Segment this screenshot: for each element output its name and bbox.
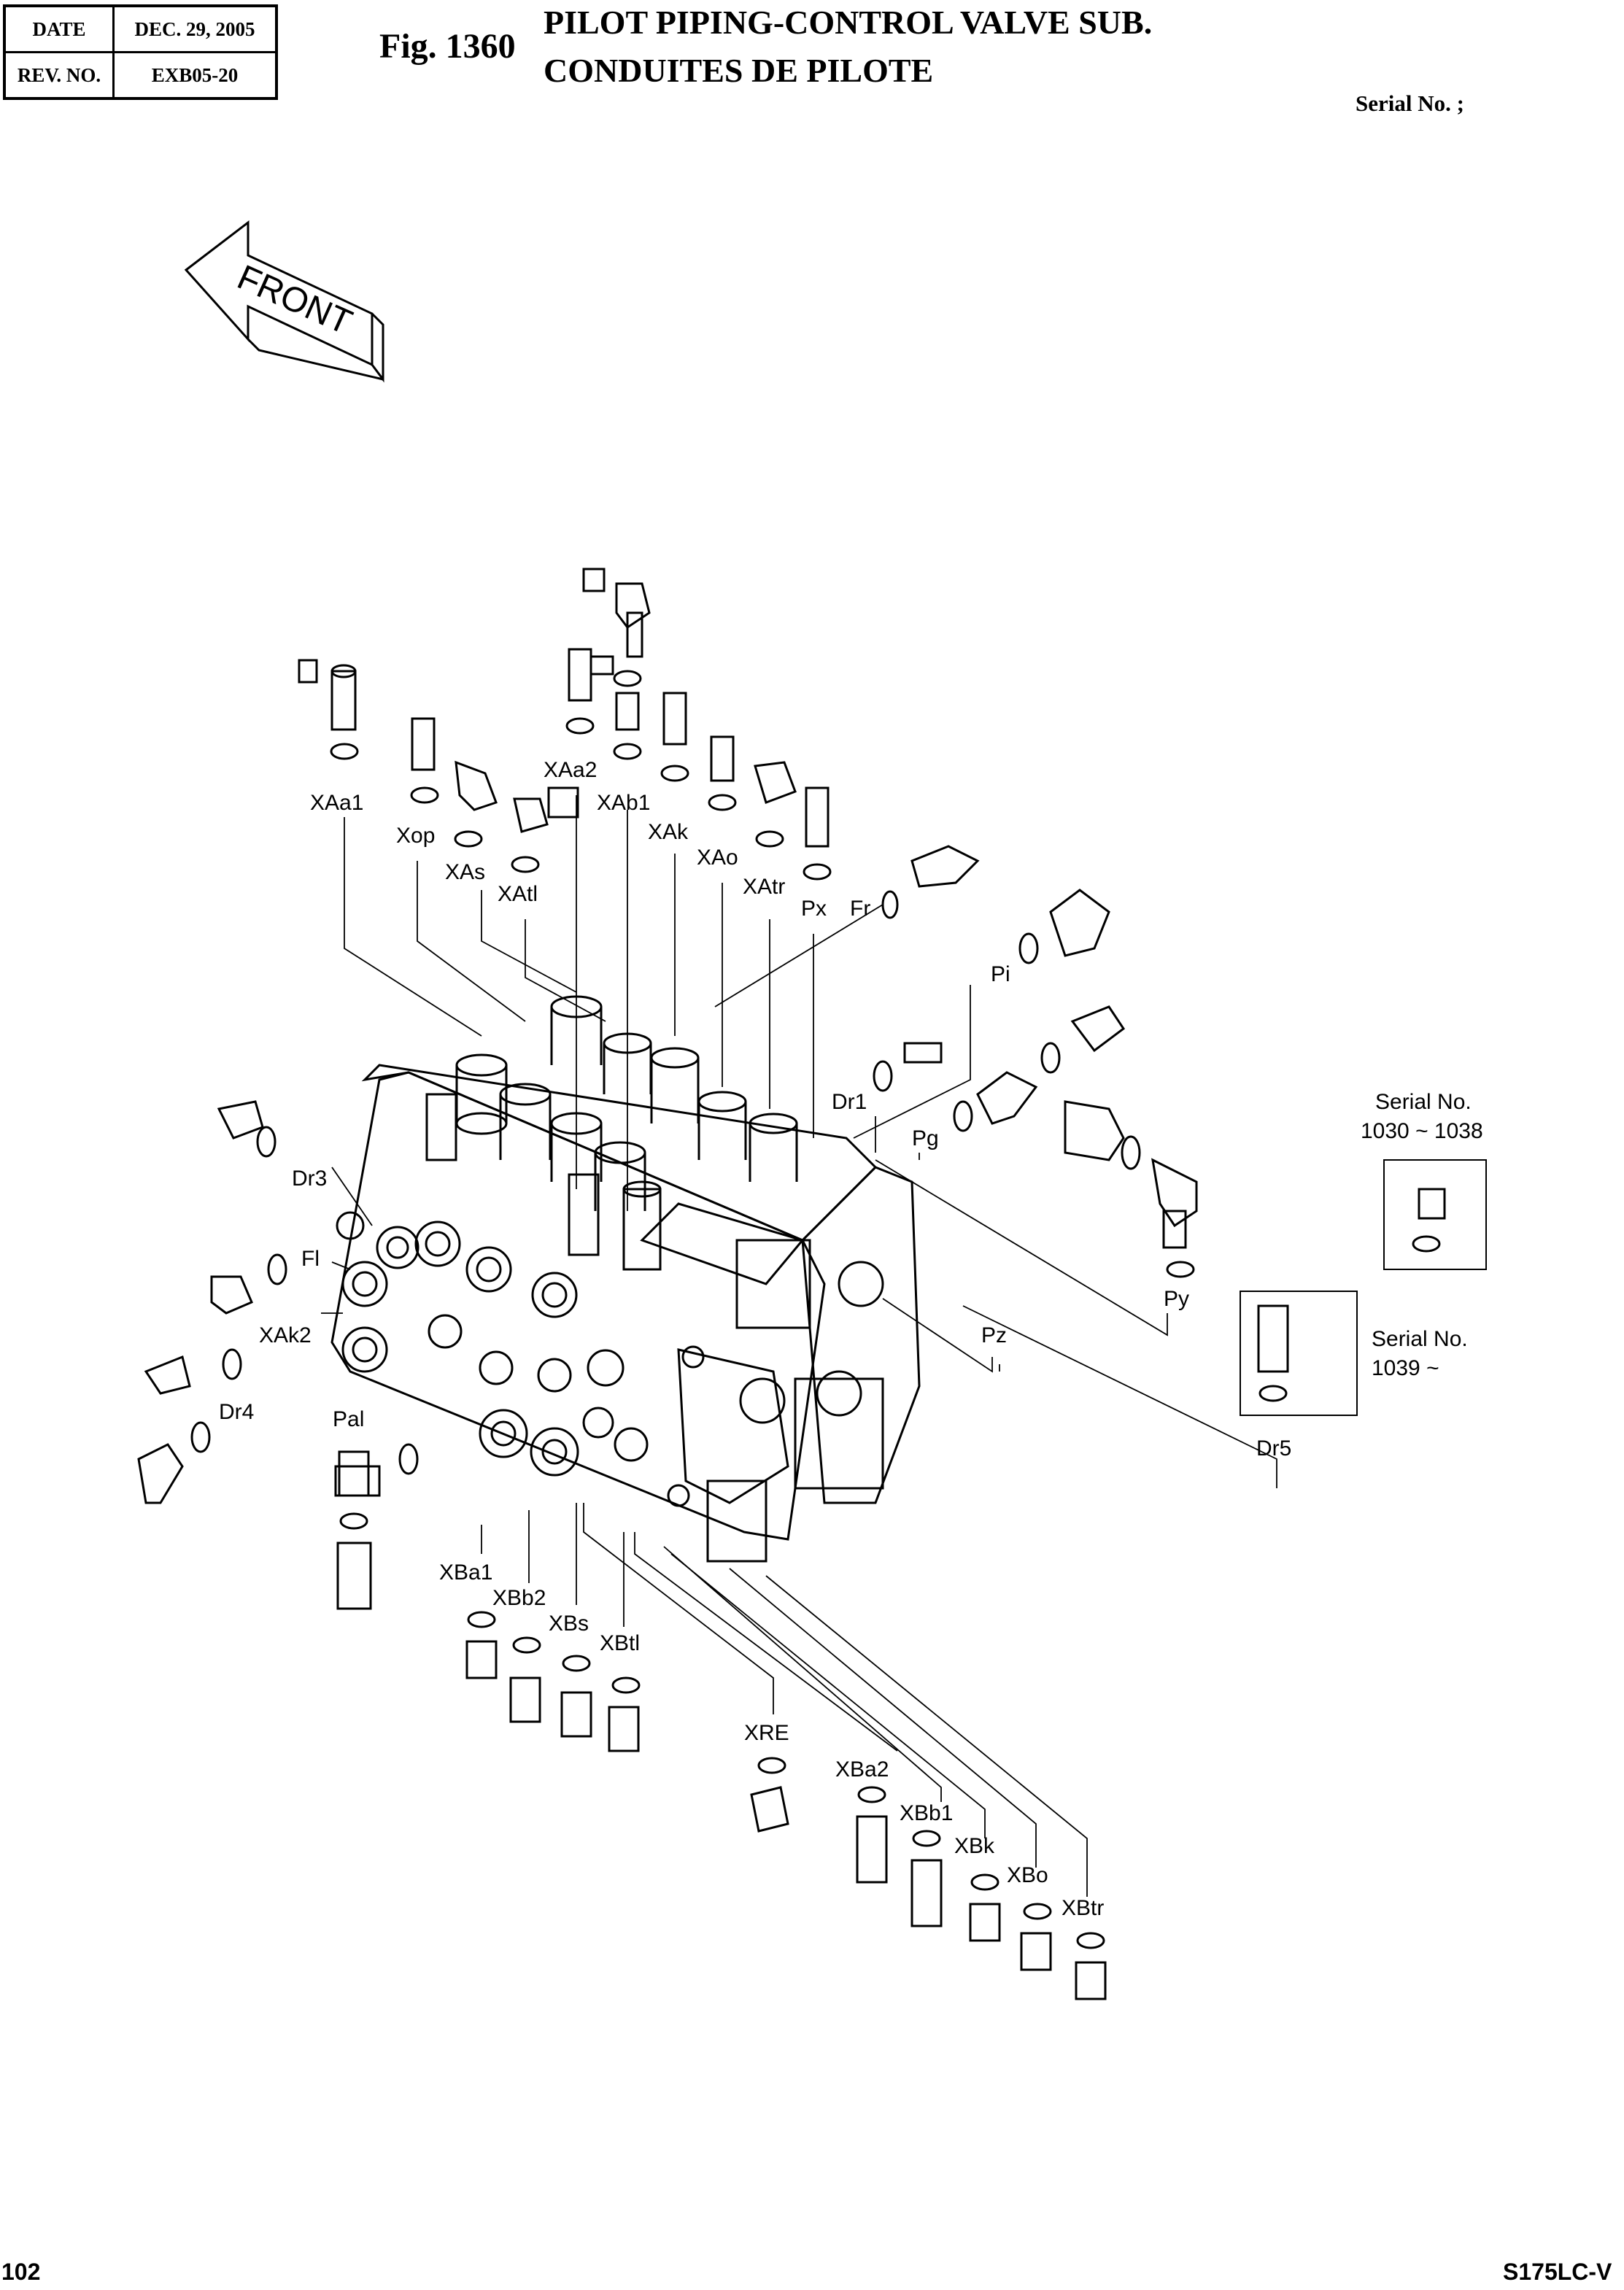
label-xre: XRE bbox=[744, 1721, 789, 1745]
label-pal: Pal bbox=[333, 1407, 364, 1431]
label-xbtr: XBtr bbox=[1062, 1896, 1104, 1920]
spool-caps bbox=[425, 995, 798, 1271]
serial-box-1030-1038 bbox=[1383, 1159, 1487, 1270]
serial-box-1039 bbox=[1240, 1291, 1358, 1416]
label-fl: Fl bbox=[301, 1247, 320, 1271]
label-pi: Pi bbox=[991, 962, 1010, 986]
front-arrow bbox=[184, 220, 384, 383]
label-xaa1: XAa1 bbox=[310, 791, 363, 815]
date-label: DATE bbox=[3, 4, 115, 53]
revision-info-table: DATE DEC. 29, 2005 REV. NO. EXB05-20 bbox=[3, 4, 278, 100]
label-xas: XAs bbox=[445, 860, 485, 884]
serial-number-header: Serial No. ; bbox=[1356, 90, 1464, 116]
label-xba2: XBa2 bbox=[835, 1757, 889, 1782]
serial-box2-line2: 1039 ~ bbox=[1372, 1356, 1439, 1380]
label-xbo: XBo bbox=[1007, 1863, 1048, 1887]
label-dr5: Dr5 bbox=[1256, 1436, 1291, 1461]
label-xop: Xop bbox=[396, 824, 435, 848]
label-xbb2: XBb2 bbox=[492, 1586, 546, 1610]
date-value: DEC. 29, 2005 bbox=[112, 4, 278, 53]
label-pz: Pz bbox=[981, 1323, 1007, 1347]
label-xak: XAk bbox=[648, 820, 689, 844]
label-xbb1: XBb1 bbox=[900, 1801, 953, 1825]
page-number: 102 bbox=[1, 2259, 41, 2285]
label-xab1: XAb1 bbox=[597, 791, 650, 815]
front-arrow-label: FRONT bbox=[232, 258, 358, 343]
label-xbtl: XBtl bbox=[600, 1631, 640, 1655]
label-xak2: XAk2 bbox=[259, 1323, 312, 1347]
label-xaa2: XAa2 bbox=[544, 758, 597, 782]
label-fr: Fr bbox=[850, 897, 870, 921]
figure-number: Fig. 1360 bbox=[379, 27, 516, 66]
label-px: Px bbox=[801, 897, 827, 921]
rev-label: REV. NO. bbox=[3, 51, 115, 100]
label-dr3: Dr3 bbox=[292, 1167, 327, 1191]
label-xbs: XBs bbox=[549, 1612, 589, 1636]
lower-fittings bbox=[137, 1253, 1107, 2000]
serial-box1-line2: 1030 ~ 1038 bbox=[1361, 1119, 1483, 1143]
label-xatl: XAtl bbox=[498, 882, 538, 906]
label-dr4: Dr4 bbox=[219, 1400, 254, 1424]
label-dr1: Dr1 bbox=[832, 1090, 867, 1114]
upper-fittings bbox=[217, 568, 1198, 1278]
control-valve-body bbox=[330, 995, 921, 1563]
label-xbk: XBk bbox=[954, 1834, 995, 1858]
serial-box1-line1: Serial No. bbox=[1375, 1090, 1472, 1114]
serial-box2-line1: Serial No. bbox=[1372, 1327, 1468, 1351]
model-name: S175LC-V bbox=[1503, 2259, 1612, 2285]
figure-title-en: PILOT PIPING-CONTROL VALVE SUB. bbox=[544, 4, 1153, 41]
label-pg: Pg bbox=[912, 1126, 939, 1150]
label-xatr: XAtr bbox=[743, 875, 785, 899]
label-xba1: XBa1 bbox=[439, 1560, 492, 1585]
label-xao: XAo bbox=[697, 846, 738, 870]
rev-value: EXB05-20 bbox=[112, 51, 278, 100]
label-py: Py bbox=[1164, 1287, 1189, 1311]
leader-lines bbox=[321, 795, 1277, 1897]
figure-title-fr: CONDUITES DE PILOTE bbox=[544, 52, 934, 89]
